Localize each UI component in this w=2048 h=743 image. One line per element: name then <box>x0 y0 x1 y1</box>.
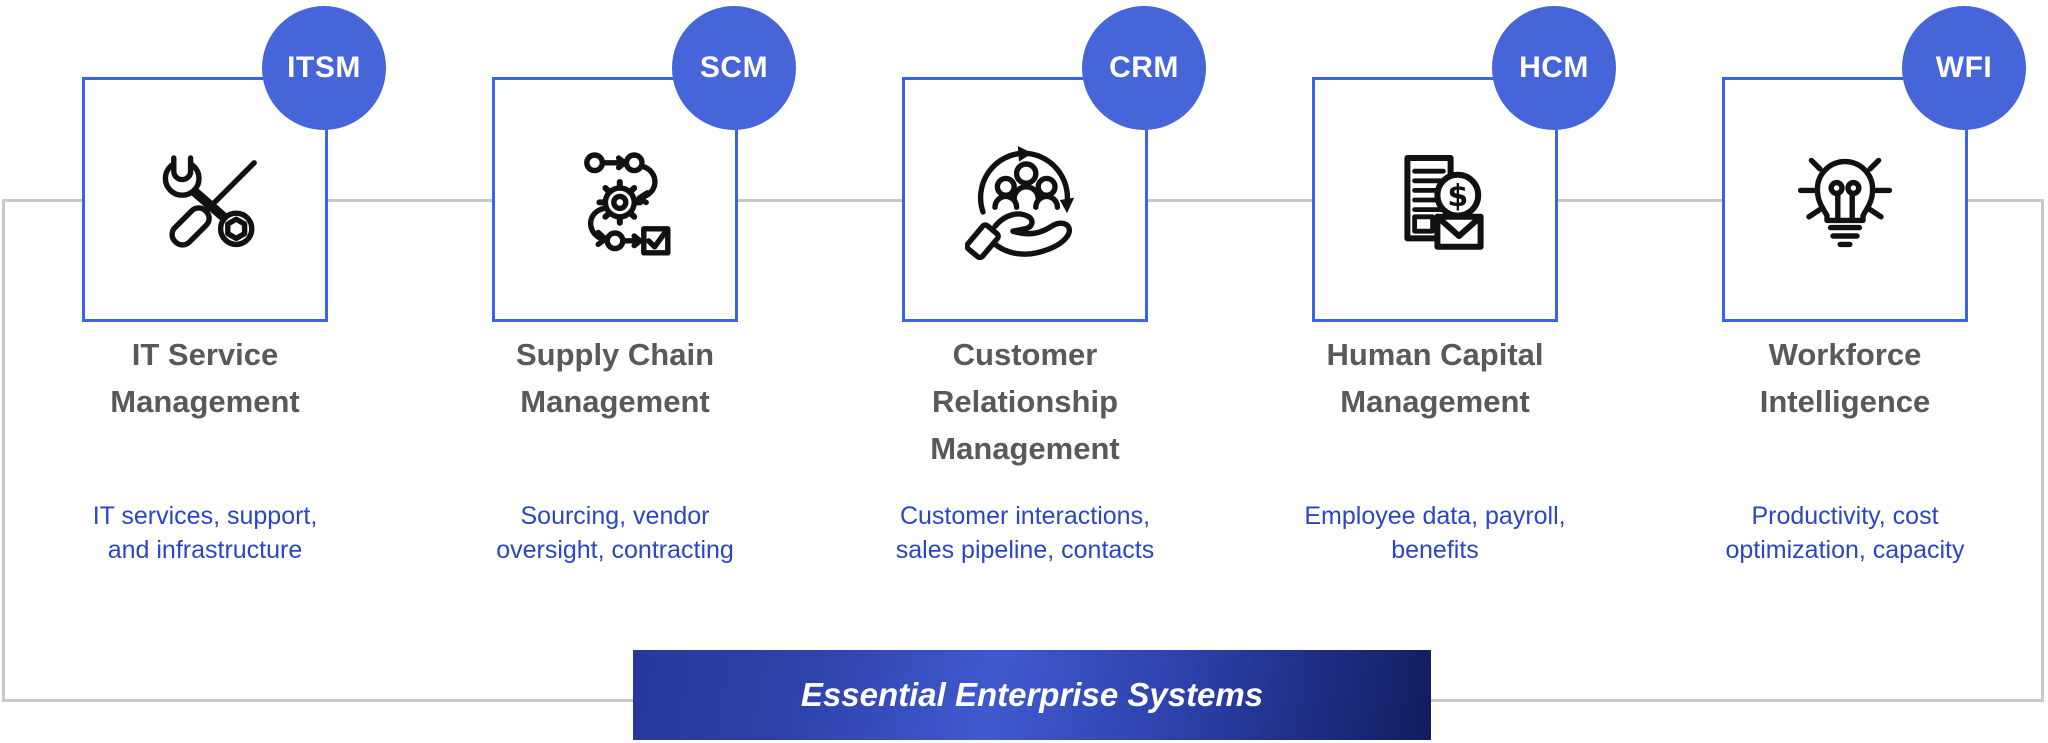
badge-wfi: WFI <box>1902 6 2026 130</box>
lightbulb-icon <box>1797 157 1893 247</box>
badge-crm: CRM <box>1082 6 1206 130</box>
panel-description: Employee data, payroll, benefits <box>1304 502 1566 564</box>
process-flow-gear-icon <box>584 151 671 255</box>
panel-description: Customer interactions, sales pipeline, c… <box>895 502 1155 564</box>
badge-scm: SCM <box>672 6 796 130</box>
icon-box-itsm <box>82 77 328 322</box>
panel-title: Supply Chain Management <box>515 337 715 419</box>
panel-description: Productivity, cost optimization, capacit… <box>1725 502 1965 564</box>
svg-text:$: $ <box>1447 179 1468 214</box>
panel-human-capital-management: HCM $ Human Capital Management Employ <box>1230 0 1640 743</box>
banner-label: Essential Enterprise Systems <box>800 676 1264 713</box>
panel-title: Human Capital Management <box>1326 337 1544 419</box>
panel-description: Sourcing, vendor oversight, contracting <box>496 502 734 564</box>
badge-label: CRM <box>1109 51 1179 84</box>
badge-label: HCM <box>1519 51 1589 84</box>
badge-itsm: ITSM <box>262 6 386 130</box>
badge-label: SCM <box>699 51 769 84</box>
badge-hcm: HCM <box>1492 6 1616 130</box>
wrench-screwdriver-icon <box>162 153 257 248</box>
banner: Essential Enterprise Systems <box>633 650 1431 740</box>
icon-box-hcm: $ <box>1312 77 1558 322</box>
hand-holding-people-icon <box>965 145 1075 260</box>
panel-it-service-management: ITSM IT Service Management IT services, … <box>0 0 410 743</box>
panel-title: IT Service Management <box>110 337 300 419</box>
panel-description: IT services, support, and infrastructure <box>92 502 318 564</box>
panel-supply-chain-management: SCM <box>410 0 820 743</box>
payroll-document-icon: $ <box>1404 154 1484 250</box>
badge-label: WFI <box>1935 51 1993 84</box>
panel-title: Customer Relationship Management <box>930 337 1120 466</box>
badge-label: ITSM <box>287 51 361 84</box>
panel-workforce-intelligence: WFI Workforce Intelligence Productivity, <box>1640 0 2048 743</box>
panel-title: Workforce Intelligence <box>1759 337 1931 419</box>
panel-customer-relationship-management: CRM Customer Relationship Management Cus… <box>820 0 1230 743</box>
